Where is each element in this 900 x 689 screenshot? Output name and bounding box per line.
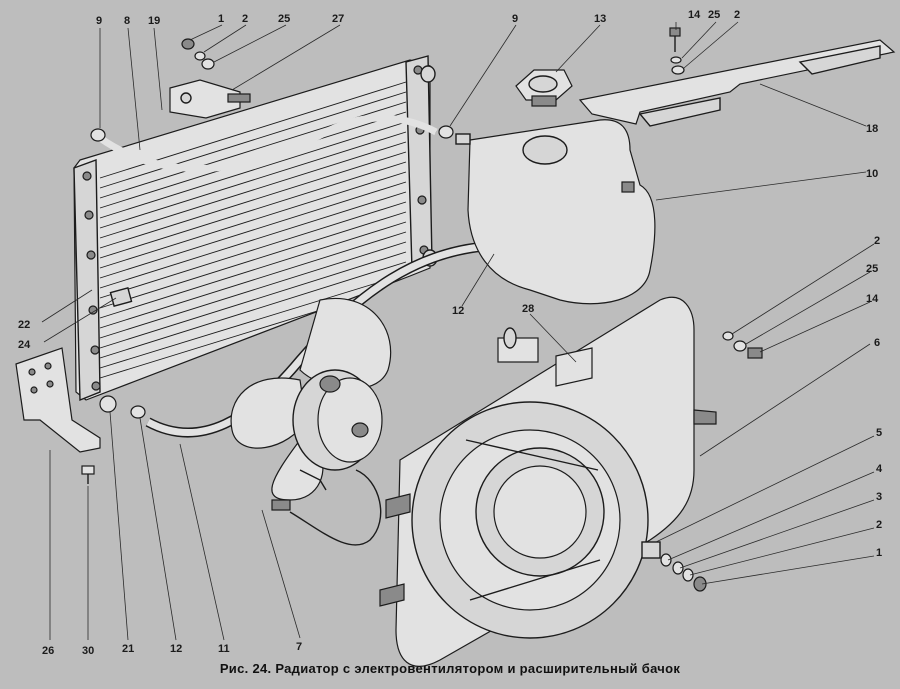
callout-25-mid: 25	[866, 263, 878, 275]
callout-25-topright: 25	[708, 9, 720, 21]
upper-hose-8	[97, 114, 438, 173]
shroud-clip	[497, 327, 593, 387]
tank-cap	[515, 69, 573, 107]
callout-11: 11	[218, 643, 230, 655]
callout-1-top: 1	[218, 13, 224, 25]
callout-12-mid: 12	[452, 305, 464, 317]
bolt-30	[81, 465, 95, 484]
lower-hose-11	[145, 241, 493, 438]
leader-lines	[41, 21, 875, 641]
fasteners-mid	[722, 331, 763, 359]
callout-9-left: 9	[96, 15, 102, 27]
callout-25-top: 25	[278, 13, 290, 25]
callout-24: 24	[18, 339, 31, 351]
fan-blades	[230, 297, 392, 501]
callout-6: 6	[874, 337, 880, 349]
callout-numbers: 1 2 25 27 9 8 19 9 13 14 25 2 18 10 22 2…	[18, 9, 883, 657]
callout-7: 7	[296, 641, 302, 653]
callout-14-mid: 14	[866, 293, 879, 305]
fan-shroud	[379, 296, 717, 667]
callout-13: 13	[594, 13, 606, 25]
callout-2-low: 2	[876, 519, 882, 531]
callout-10: 10	[866, 168, 878, 180]
callout-8: 8	[124, 15, 130, 27]
expansion-tank	[455, 119, 656, 305]
callout-1-low: 1	[876, 547, 882, 559]
callout-2-mid: 2	[874, 235, 880, 247]
fasteners-top	[181, 38, 215, 70]
callout-2-top: 2	[242, 13, 248, 25]
callout-19: 19	[148, 15, 160, 27]
callout-14-top: 14	[688, 9, 701, 21]
upper-bracket	[169, 79, 251, 119]
fasteners-low	[641, 541, 707, 592]
figure-caption: Рис. 24. Радиатор с электровентилятором …	[219, 661, 681, 676]
callout-26: 26	[42, 645, 54, 657]
callout-21: 21	[122, 643, 134, 655]
callout-12-low: 12	[170, 643, 182, 655]
callout-30: 30	[82, 645, 94, 657]
callout-22: 22	[18, 319, 30, 331]
callout-28: 28	[522, 303, 534, 315]
callout-18: 18	[866, 123, 878, 135]
electric-motor	[271, 369, 383, 546]
callout-5: 5	[876, 427, 882, 439]
callout-9-right: 9	[512, 13, 518, 25]
callout-3: 3	[876, 491, 882, 503]
tank-bracket	[578, 39, 896, 127]
callout-4: 4	[876, 463, 883, 475]
fasteners-topright	[669, 27, 685, 75]
callout-2-topright: 2	[734, 9, 740, 21]
mounting-bracket	[15, 347, 101, 453]
callout-27: 27	[332, 13, 344, 25]
